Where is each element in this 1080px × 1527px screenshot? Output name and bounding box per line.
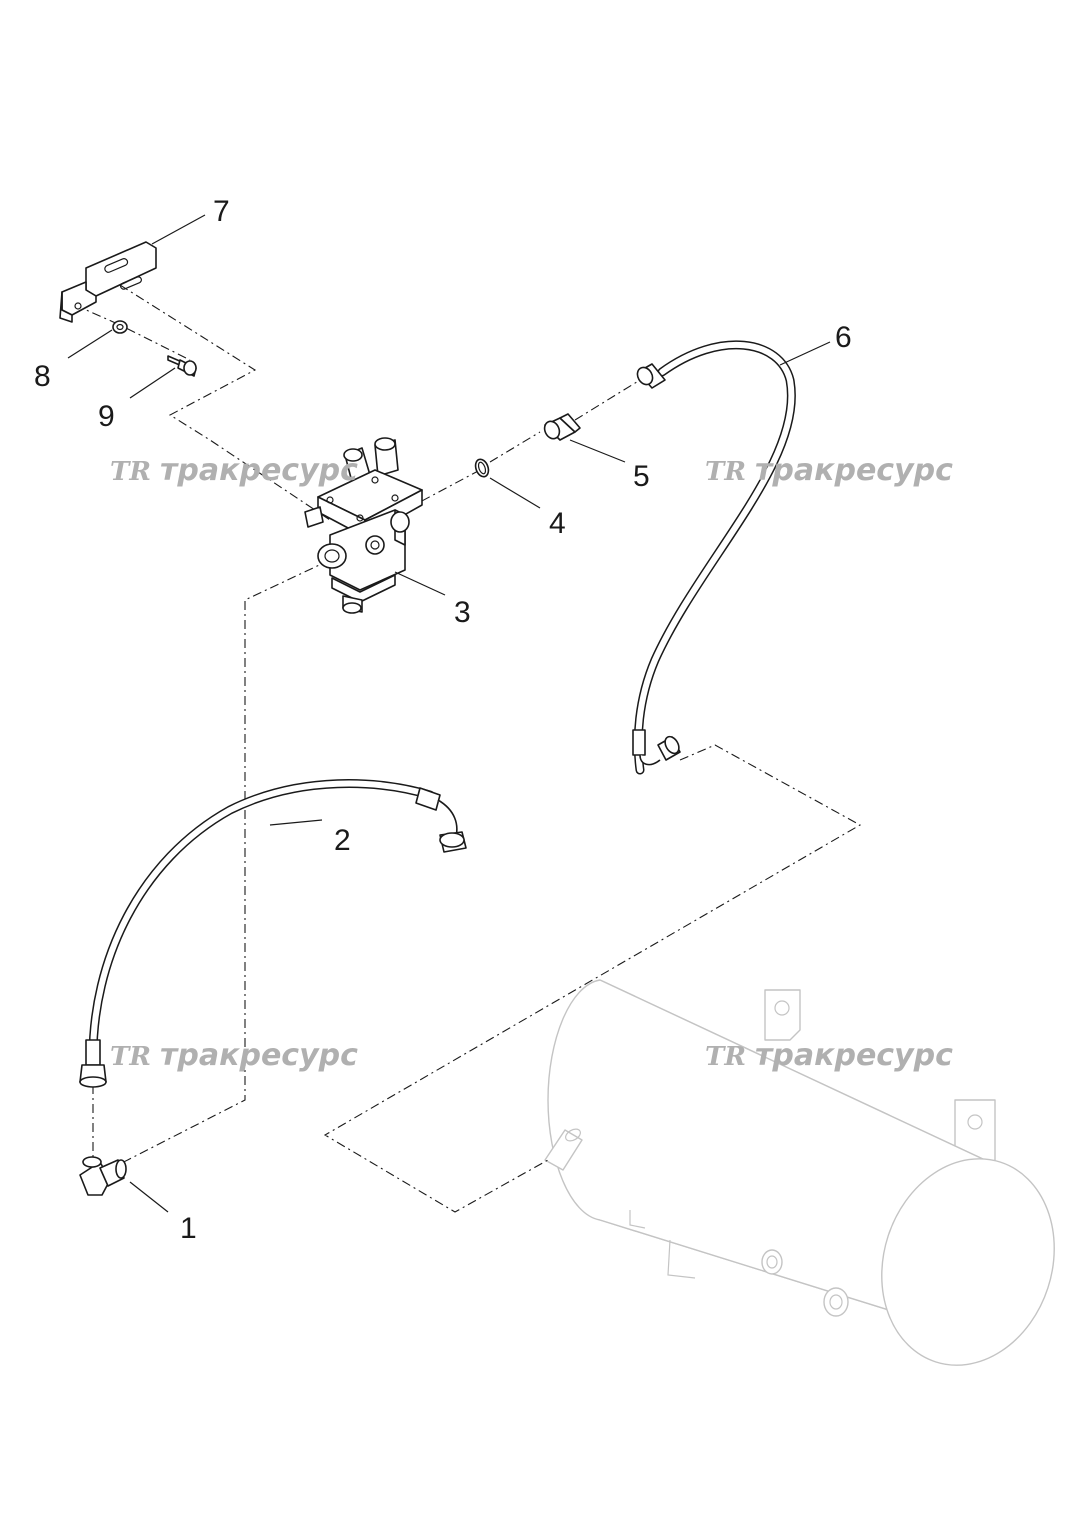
watermark-text: тракресурс — [160, 1038, 358, 1073]
watermark-text: тракресурс — [160, 453, 358, 488]
callout-7: 7 — [213, 195, 230, 228]
callout-6: 6 — [835, 321, 852, 354]
callout-4: 4 — [549, 507, 566, 540]
watermark-text: тракресурс — [755, 1038, 953, 1073]
watermark-bottom-right: TR тракресурс — [705, 1038, 953, 1073]
part-7-mounting-bracket[interactable] — [59, 241, 157, 323]
callout-2: 2 — [334, 824, 351, 857]
callout-3: 3 — [454, 596, 471, 629]
part-4-o-ring[interactable] — [473, 457, 490, 478]
part-9-bolt[interactable] — [167, 355, 197, 377]
watermark-top-left: TR тракресурс — [110, 453, 358, 488]
part-8-washer[interactable] — [112, 320, 128, 334]
part-5-connector-fitting[interactable] — [542, 413, 581, 441]
callout-5: 5 — [633, 460, 650, 493]
watermark-bottom-left: TR тракресурс — [110, 1038, 358, 1073]
air-tank-reference — [544, 979, 1055, 1366]
callout-8: 8 — [34, 360, 51, 393]
part-1-elbow-fitting[interactable] — [79, 1156, 127, 1196]
watermark-top-right: TR тракресурс — [705, 453, 953, 488]
part-2-hose[interactable] — [79, 779, 467, 1088]
watermark-logo: TR — [705, 1042, 746, 1072]
part-6-hose[interactable] — [632, 340, 796, 775]
watermark-logo: TR — [110, 1042, 151, 1072]
part-3-brake-valve[interactable] — [304, 437, 423, 614]
watermark-logo: TR — [705, 457, 746, 487]
callout-labels: 1 2 3 4 5 6 7 8 9 — [34, 195, 852, 1245]
callout-1: 1 — [180, 1212, 197, 1245]
leader-lines — [67, 214, 831, 1213]
watermark-text: тракресурс — [755, 453, 953, 488]
callout-9: 9 — [98, 400, 115, 433]
watermark-logo: TR — [110, 457, 151, 487]
